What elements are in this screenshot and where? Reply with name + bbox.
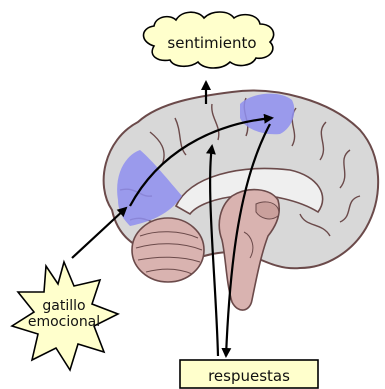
cerebellum (132, 218, 204, 282)
responses-label: respuestas (208, 367, 290, 385)
trigger-label-line1: gatillo (42, 298, 85, 314)
trigger-callout: gatillo emocional (12, 262, 118, 370)
trigger-label-line2: emocional (28, 314, 100, 330)
feeling-label: sentimiento (167, 34, 256, 52)
responses-callout: respuestas (180, 360, 318, 388)
arrow-trigger-to-prefrontal (72, 208, 126, 258)
feeling-callout: sentimiento (144, 12, 274, 68)
